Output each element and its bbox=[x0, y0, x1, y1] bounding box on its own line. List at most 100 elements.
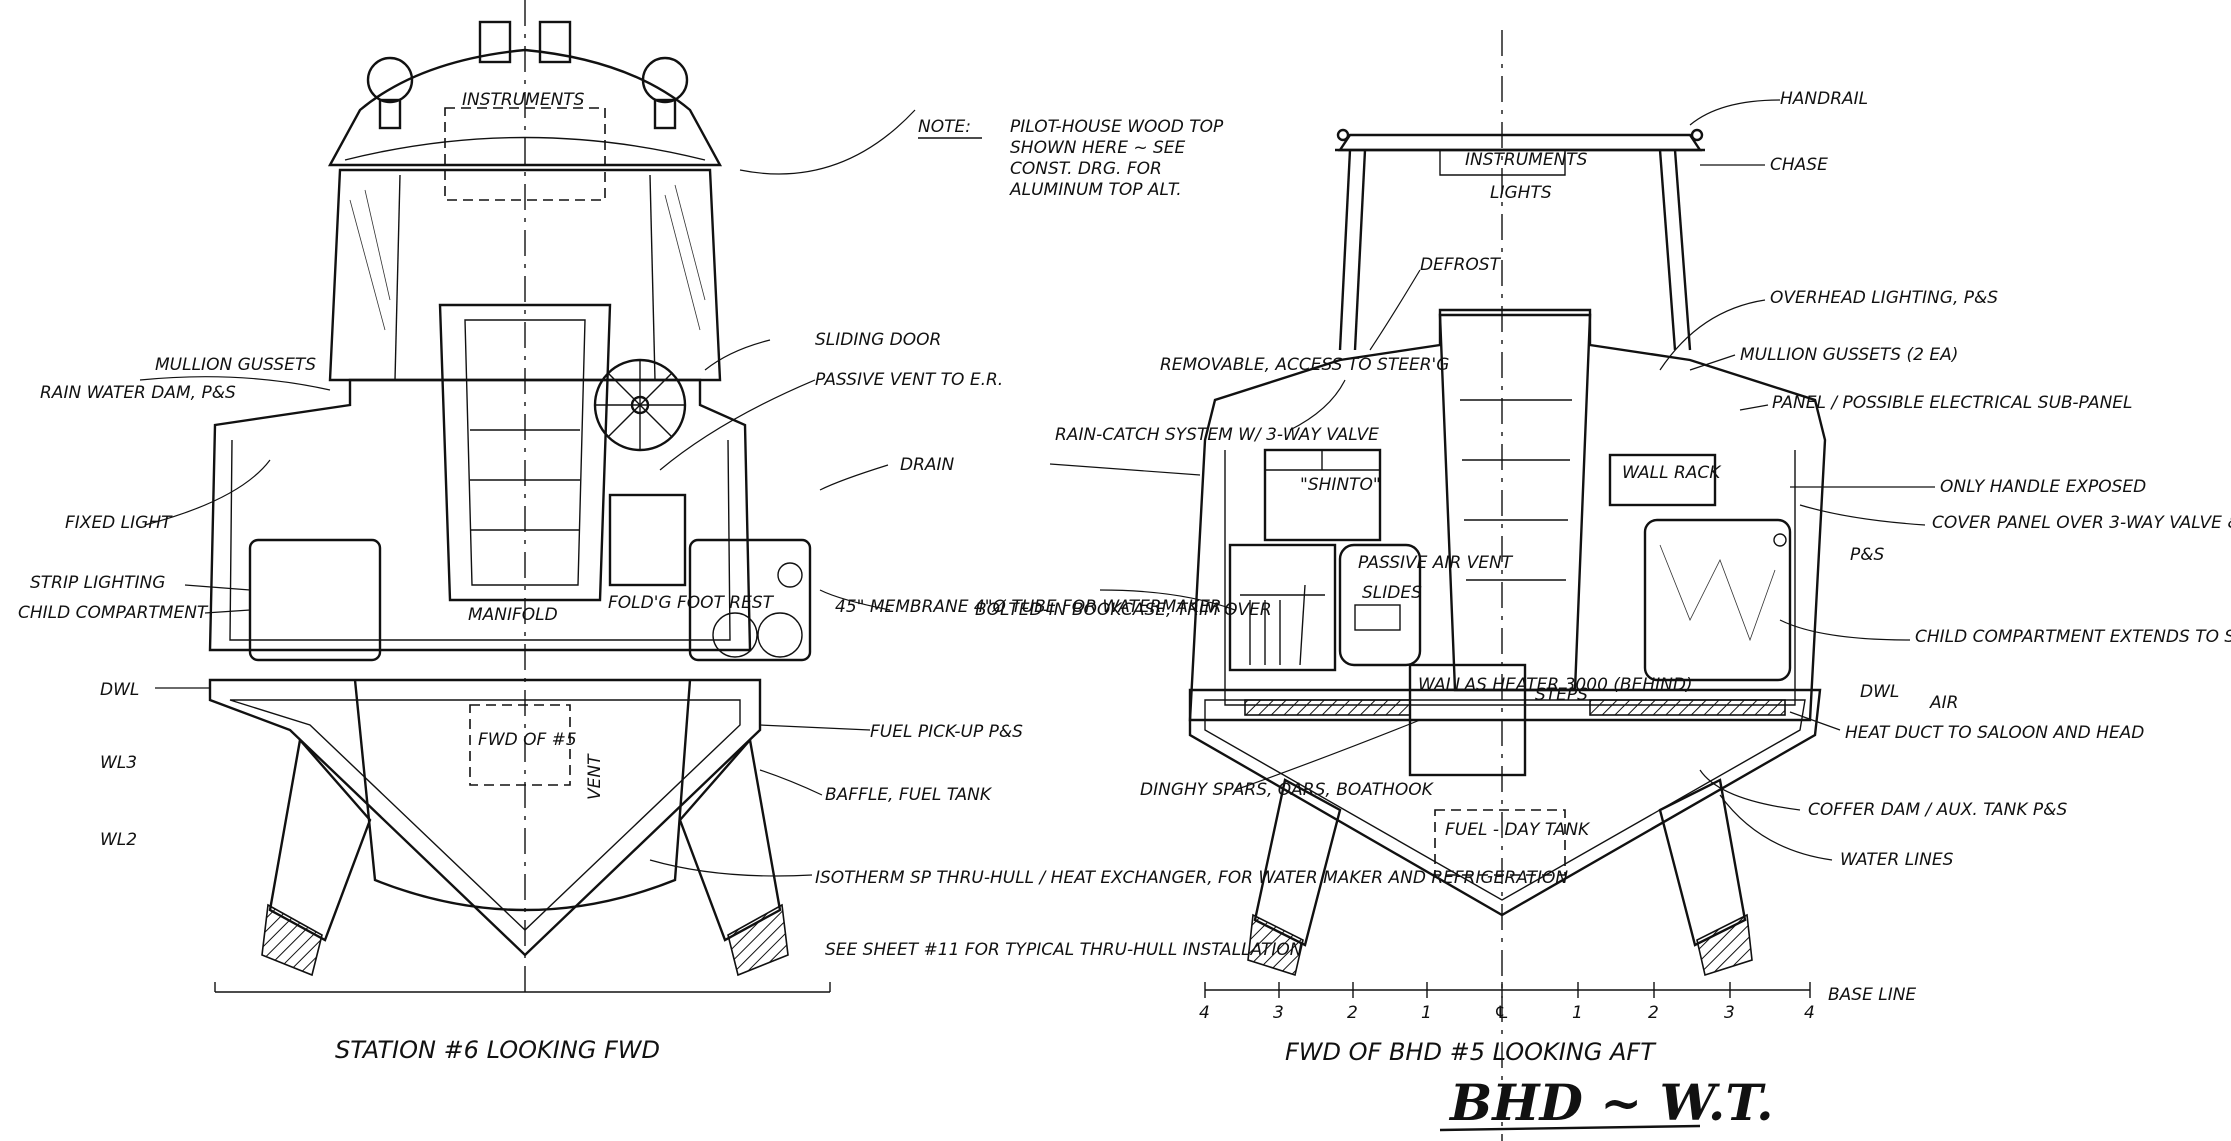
label-air: AIR bbox=[1929, 693, 1958, 713]
left-keel-port bbox=[268, 737, 372, 942]
scale-tick-8: 4 bbox=[1804, 1003, 1815, 1023]
label-handrail: HANDRAIL bbox=[1780, 89, 1868, 109]
label-passive-air-vent: PASSIVE AIR VENT bbox=[1358, 553, 1514, 573]
label-instruments-right: INSTRUMENTS bbox=[1465, 150, 1588, 170]
label-rain-water-dam: RAIN WATER DAM, P&S bbox=[40, 383, 236, 403]
scale-tick-7: 3 bbox=[1724, 1003, 1735, 1023]
pilothouse-windows bbox=[328, 168, 722, 382]
steering-wheel bbox=[593, 358, 687, 452]
right-labels: HANDRAIL INSTRUMENTS LIGHTS CHASE DEFROS… bbox=[975, 89, 2231, 1066]
bookcase bbox=[1228, 543, 1337, 672]
label-chase: CHASE bbox=[1770, 155, 1828, 175]
pilothouse-top bbox=[327, 48, 723, 167]
right-hull bbox=[1188, 688, 1822, 917]
label-membrane-tube: 45" MEMBRANE 4"Ø TUBE FOR WATERMAKER bbox=[835, 597, 1222, 617]
label-removable: REMOVABLE, ACCESS TO STEER'G bbox=[1160, 355, 1449, 375]
label-coffer-dam: COFFER DAM / AUX. TANK P&S bbox=[1808, 800, 2067, 820]
label-wl3: WL3 bbox=[100, 753, 137, 773]
note-line-2: SHOWN HERE ~ SEE bbox=[1010, 138, 1186, 158]
label-vent: VENT bbox=[585, 753, 605, 800]
note-heading: NOTE: bbox=[918, 117, 971, 137]
scale-tick-1: 3 bbox=[1273, 1003, 1284, 1023]
right-keel-port bbox=[1253, 778, 1342, 947]
label-fwd-of-5: FWD OF #5 bbox=[478, 730, 577, 750]
label-overhead-lighting: OVERHEAD LIGHTING, P&S bbox=[1770, 288, 1998, 308]
stack-right bbox=[538, 20, 572, 64]
label-wall-rack: WALL RACK bbox=[1622, 463, 1722, 483]
note-line-3: CONST. DRG. FOR bbox=[1010, 159, 1162, 179]
left-labels: INSTRUMENTS MULLION GUSSETS RAIN WATER D… bbox=[18, 90, 1568, 1064]
label-mullion-gussets-right: MULLION GUSSETS (2 EA) bbox=[1740, 345, 1958, 365]
bhd-5-view bbox=[1188, 30, 1827, 1141]
label-wl2: WL2 bbox=[100, 830, 137, 850]
label-panel: PANEL / POSSIBLE ELECTRICAL SUB-PANEL bbox=[1772, 393, 2133, 413]
label-fuel-pickup: FUEL PICK-UP P&S bbox=[870, 722, 1023, 742]
scale-tick-5: 1 bbox=[1572, 1003, 1583, 1023]
label-child-compartment-left: CHILD COMPARTMENT bbox=[18, 603, 209, 623]
label-shinto: "SHINTO" bbox=[1300, 475, 1381, 495]
label-instruments-left: INSTRUMENTS bbox=[462, 90, 585, 110]
label-see-sheet: SEE SHEET #11 FOR TYPICAL THRU-HULL INST… bbox=[825, 940, 1303, 960]
lamp-starboard bbox=[641, 56, 689, 130]
label-manifold: MANIFOLD bbox=[468, 605, 558, 625]
wallas-heater bbox=[1408, 663, 1527, 777]
left-keel-stbd bbox=[678, 737, 782, 942]
label-passive-vent: PASSIVE VENT TO E.R. bbox=[815, 370, 1003, 390]
label-drain: DRAIN bbox=[900, 455, 955, 475]
label-base-line: BASE LINE bbox=[1828, 985, 1916, 1005]
coffer-dam-stbd bbox=[1589, 699, 1786, 716]
coffer-dam-port bbox=[1244, 699, 1411, 716]
label-baffle: BAFFLE, FUEL TANK bbox=[825, 785, 993, 805]
caption-station-6: STATION #6 LOOKING FWD bbox=[335, 1036, 660, 1064]
label-dinghy: DINGHY SPARS, OARS, BOATHOOK bbox=[1140, 780, 1435, 800]
fuel-day-tank bbox=[1434, 809, 1566, 876]
note-line-1: PILOT-HOUSE WOOD TOP bbox=[1010, 117, 1224, 137]
label-strip-lighting: STRIP LIGHTING bbox=[30, 573, 165, 593]
label-fixed-light: FIXED LIGHT bbox=[65, 513, 173, 533]
label-cover-panel: COVER PANEL OVER 3-WAY VALVE & HOSES AND… bbox=[1932, 513, 2231, 533]
right-keel-stbd bbox=[1658, 778, 1747, 947]
left-hull bbox=[208, 678, 762, 957]
note-block: NOTE: PILOT-HOUSE WOOD TOP SHOWN HERE ~ … bbox=[918, 117, 1224, 200]
sheet-title-block: BHD ~ W.T. bbox=[1439, 1073, 1774, 1132]
label-lights: LIGHTS bbox=[1490, 183, 1552, 203]
fwd-of-5-box bbox=[469, 704, 571, 786]
label-defrost: DEFROST bbox=[1420, 255, 1502, 275]
label-child-compartment-right: CHILD COMPARTMENT EXTENDS TO STA #7 bbox=[1915, 627, 2231, 647]
right-leaders bbox=[1049, 99, 1935, 861]
label-rain-catch: RAIN-CATCH SYSTEM W/ 3-WAY VALVE bbox=[1055, 425, 1379, 445]
label-bookcase: BOLTED-IN BOOKCASE, TRIM OVER bbox=[975, 600, 1272, 620]
scale-tick-0: 4 bbox=[1199, 1003, 1210, 1023]
label-dwl-left: DWL bbox=[100, 680, 139, 700]
child-compartment-port bbox=[248, 538, 382, 662]
note-line-4: ALUMINUM TOP ALT. bbox=[1009, 180, 1182, 200]
label-water-lines: WATER LINES bbox=[1840, 850, 1954, 870]
left-cabin bbox=[208, 378, 752, 652]
label-mullion-gussets-left: MULLION GUSSETS bbox=[155, 355, 316, 375]
scale-tick-6: 2 bbox=[1648, 1003, 1659, 1023]
label-ps-right: P&S bbox=[1850, 545, 1885, 565]
label-heat-duct: HEAT DUCT TO SALOON AND HEAD bbox=[1845, 723, 2144, 743]
label-fuel-day-tank: FUEL - DAY TANK bbox=[1445, 820, 1591, 840]
label-slides: SLIDES bbox=[1362, 583, 1422, 603]
child-compartment-stbd bbox=[1643, 518, 1792, 682]
stack-left bbox=[478, 20, 512, 64]
wall-rack bbox=[1608, 453, 1717, 507]
station-6-view bbox=[208, 0, 831, 1000]
left-leaders bbox=[139, 109, 916, 877]
label-isotherm: ISOTHERM SP THRU-HULL / HEAT EXCHANGER, … bbox=[815, 868, 1568, 888]
wood-top bbox=[1337, 133, 1703, 152]
scale-tick-3: 1 bbox=[1421, 1003, 1432, 1023]
label-wallas-heater: WALLAS HEATER 3000 (BEHIND) bbox=[1418, 675, 1693, 695]
label-dwl-right: DWL bbox=[1860, 682, 1899, 702]
label-folding-foot-rest: FOLD'G FOOT REST bbox=[608, 593, 775, 613]
label-only-handle: ONLY HANDLE EXPOSED bbox=[1940, 477, 2146, 497]
label-steps: STEPS bbox=[1535, 685, 1588, 705]
caption-bhd-5: FWD OF BHD #5 LOOKING AFT bbox=[1285, 1038, 1657, 1066]
scale-tick-4: ℄ bbox=[1494, 1003, 1509, 1023]
label-sliding-door: SLIDING DOOR bbox=[815, 330, 941, 350]
sheet-title: BHD ~ W.T. bbox=[1448, 1073, 1774, 1132]
lamp-port bbox=[366, 56, 414, 130]
scale-tick-2: 2 bbox=[1347, 1003, 1358, 1023]
